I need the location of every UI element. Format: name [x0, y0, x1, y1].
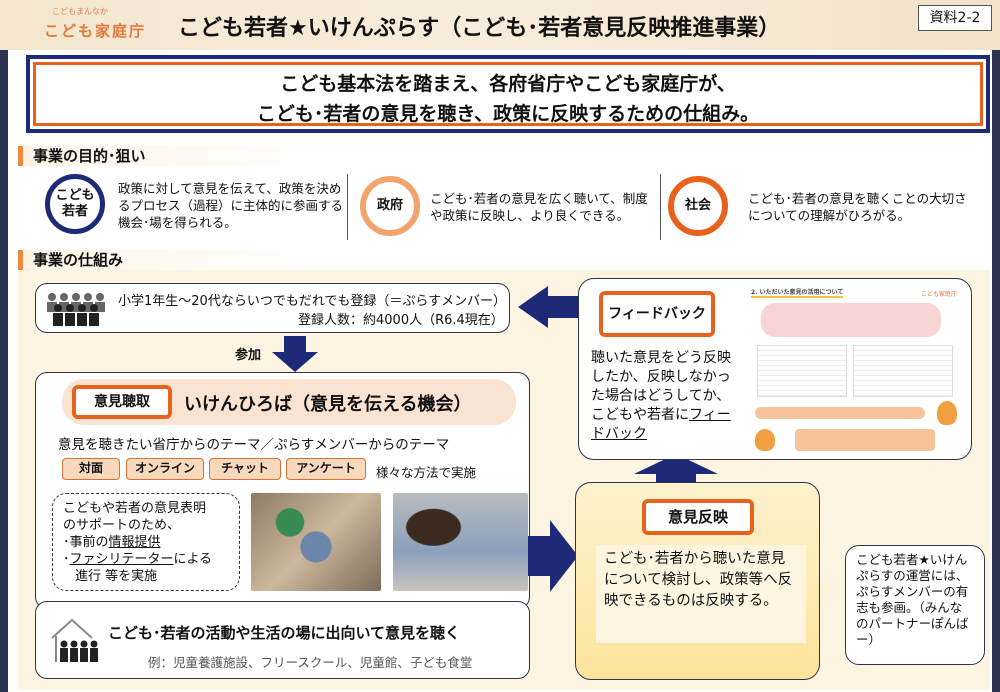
society-purpose-text: こども･若者の意見を聴くことの大切さについての理解がひろがる。 [748, 191, 967, 223]
arrow-up-icon [634, 454, 718, 482]
government-purpose-text: こども･若者の意見を広く聴いて、制度や政策に反映し、より良くできる。 [430, 191, 648, 223]
banner-line-2: こども･若者の意見を聴き、政策に反映するための仕組み。 [256, 103, 760, 125]
info-provision: 情報提供 [108, 535, 161, 550]
house-children-icon [51, 618, 98, 662]
reflection-badge: 意見反映 [642, 499, 754, 535]
photo-online-participant [393, 493, 528, 591]
children-purpose-text: 政策に対して意見を伝えて、政策を決めるプロセス（過程）に主体的に参画する機会･場… [118, 181, 344, 230]
support-line: こどもや若者の意見表明 [63, 501, 207, 516]
hearing-box: 意見聴取 いけんひろば（意見を伝える機会） 意見を聴きたい省庁からのテーマ／ぷら… [35, 372, 530, 609]
feedback-badge: フィードバック [599, 291, 715, 337]
page-title: こども若者★いけんぷらす（こども･若者意見反映推進事業） [178, 16, 781, 41]
join-label: 参加 [235, 348, 262, 363]
fox-mascot-icon [937, 401, 957, 425]
hearing-title: いけんひろば（意見を伝える機会） [184, 394, 472, 415]
arrow-right-icon [528, 520, 578, 592]
facilitator: ファシリテーター [69, 552, 174, 567]
support-box: こどもや若者の意見表明 のサポートのため、 ･事前の情報提供 ･ファシリテーター… [52, 493, 240, 591]
mechanism-heading: 事業の仕組み [18, 250, 318, 270]
themes-text: 意見を聴きたい省庁からのテーマ／ぷらすメンバーからのテーマ [58, 437, 450, 453]
tag-chat: チャット [209, 458, 281, 480]
document-logo: こども家庭庁 [921, 291, 958, 298]
logo: こども家庭庁 [44, 22, 147, 40]
people-group-icon [47, 293, 105, 326]
feedback-underlined: フィードバック [591, 407, 731, 442]
feedback-text: 聴いた意見をどう反映したか、反映しなかった場合はどうしてか、こどもや若者に [591, 350, 731, 423]
registration-text: 小学1年生～20代ならいつでもだれでも登録（＝ぷらすメンバー） [118, 294, 507, 309]
support-line: ･ [63, 552, 70, 567]
feedback-box: フィードバック 聴いた意見をどう反映したか、反映しなかった場合はどうしてか、こど… [578, 278, 972, 460]
society-circle: 社会 [668, 176, 728, 236]
registration-count: 登録人数：約4000人（R6.4現在） [298, 313, 504, 328]
government-circle: 政府 [360, 176, 420, 236]
support-line: による [173, 552, 213, 567]
support-line: 進行 等を実施 [75, 569, 158, 584]
tag-in-person: 対面 [62, 458, 120, 480]
photo-children-tablets [251, 493, 381, 591]
hearing-badge: 意見聴取 [72, 385, 172, 419]
reflection-box: 意見反映 こども･若者から聴いた意見について検討し、政策等へ反映できるものは反映… [575, 482, 820, 680]
purpose-heading: 事業の目的･狙い [18, 146, 318, 166]
outreach-examples: 例：児童養護施設、フリースクール、児童館、子ども食堂 [148, 655, 473, 670]
reflection-text: こども･若者から聴いた意見について検討し、政策等へ反映できるものは反映する。 [596, 545, 806, 643]
tags-note: 様々な方法で実施 [376, 465, 477, 480]
outreach-box: こども･若者の活動や生活の場に出向いて意見を聴く 例：児童養護施設、フリースクー… [35, 601, 530, 679]
tag-online: オンライン [126, 458, 204, 480]
tag-survey: アンケート [286, 458, 366, 480]
divider [660, 174, 661, 240]
document-heading: 2. いただいた意見の活用について [751, 289, 844, 298]
arrow-left-icon [518, 286, 582, 328]
divider [347, 174, 348, 240]
feedback-document-image: 2. いただいた意見の活用について こども家庭庁 [741, 283, 967, 455]
arrow-down-icon [272, 336, 318, 372]
logo-tagline: こどもまんなか [52, 7, 108, 16]
outreach-title: こども･若者の活動や生活の場に出向いて意見を聴く [108, 624, 461, 642]
member-note: こども若者★いけんぷらすの運営には、ぷらすメンバーの有志も参画。（みんなのパート… [845, 545, 985, 665]
support-line: のサポートのため、 [63, 518, 181, 533]
header: こどもまんなか こども家庭庁 こども若者★いけんぷらす（こども･若者意見反映推進… [0, 0, 1000, 50]
children-circle: こども 若者 [45, 174, 105, 234]
support-line: ･事前の [63, 535, 109, 550]
document-reference: 資料2-2 [918, 5, 992, 31]
fox-mascot-icon [755, 429, 775, 451]
banner-line-1: こども基本法を踏まえ、各府省庁やこども家庭庁が、 [280, 73, 736, 95]
registration-box: 小学1年生～20代ならいつでもだれでも登録（＝ぷらすメンバー） 登録人数：約40… [35, 283, 510, 333]
summary-banner: こども基本法を踏まえ、各府省庁やこども家庭庁が、 こども･若者の意見を聴き、政策… [26, 55, 990, 133]
